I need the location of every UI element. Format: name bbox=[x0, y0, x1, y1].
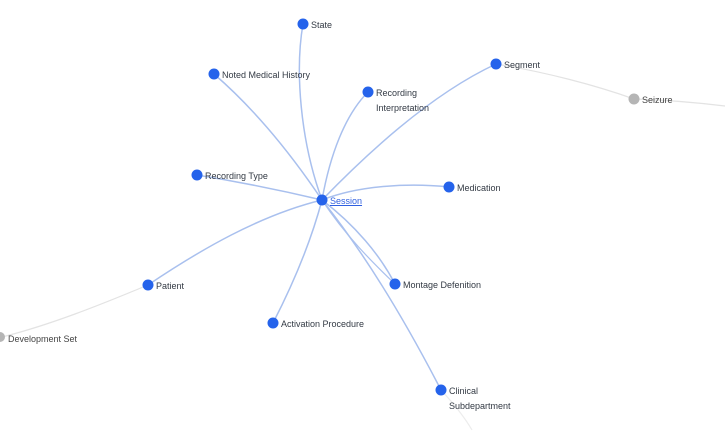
node-medication[interactable] bbox=[443, 181, 455, 193]
label-activation-procedure[interactable]: Activation Procedure bbox=[281, 319, 365, 329]
node-segment[interactable] bbox=[490, 58, 502, 70]
edge-session-activation-procedure bbox=[272, 199, 323, 324]
label-recording-interpretation[interactable]: Recording Interpretation bbox=[376, 88, 430, 113]
label-medication[interactable]: Medication bbox=[457, 183, 501, 193]
node-recording-interpretation[interactable] bbox=[362, 86, 374, 98]
edge-session-noted-medical-history bbox=[213, 73, 323, 201]
node-session[interactable] bbox=[316, 194, 328, 206]
edge-patient-development-set bbox=[1, 284, 149, 338]
edge-session-patient bbox=[147, 199, 323, 286]
edge-segment-seizure bbox=[495, 63, 635, 100]
edge-session-recording-type bbox=[196, 174, 323, 201]
node-state[interactable] bbox=[297, 18, 309, 30]
label-state[interactable]: State bbox=[311, 20, 333, 30]
label-patient[interactable]: Patient bbox=[156, 281, 185, 291]
edge-session-medication bbox=[321, 184, 450, 201]
label-development-set[interactable]: Development Set bbox=[8, 334, 78, 344]
node-montage-defenition[interactable] bbox=[389, 278, 401, 290]
edge-session-montage-second bbox=[321, 199, 396, 285]
node-development-set[interactable] bbox=[0, 332, 5, 342]
label-montage-defenition[interactable]: Montage Defenition bbox=[403, 280, 482, 290]
edge-session-state bbox=[298, 23, 323, 201]
edge-session-clinical-subdepartment bbox=[321, 199, 442, 391]
node-noted-medical-history[interactable] bbox=[208, 68, 220, 80]
edge-session-montage-defenition bbox=[321, 199, 396, 285]
edge-seizure-offscreen bbox=[633, 98, 725, 107]
label-recording-type[interactable]: Recording Type bbox=[205, 171, 268, 181]
label-clinical-subdepartment[interactable]: Clinical Subdepartment bbox=[449, 386, 511, 411]
node-patient[interactable] bbox=[142, 279, 154, 291]
label-session[interactable]: Session bbox=[330, 196, 363, 206]
node-recording-type[interactable] bbox=[191, 169, 203, 181]
node-seizure[interactable] bbox=[628, 93, 640, 105]
node-activation-procedure[interactable] bbox=[267, 317, 279, 329]
nodes bbox=[0, 18, 640, 396]
label-noted-medical-history[interactable]: Noted Medical History bbox=[222, 70, 311, 80]
edge-session-recording-interpretation bbox=[321, 91, 369, 201]
label-seizure[interactable]: Seizure bbox=[642, 95, 673, 105]
edges bbox=[1, 23, 725, 431]
node-clinical-subdepartment[interactable] bbox=[435, 384, 447, 396]
edge-session-segment bbox=[321, 63, 497, 201]
label-segment[interactable]: Segment bbox=[504, 60, 541, 70]
